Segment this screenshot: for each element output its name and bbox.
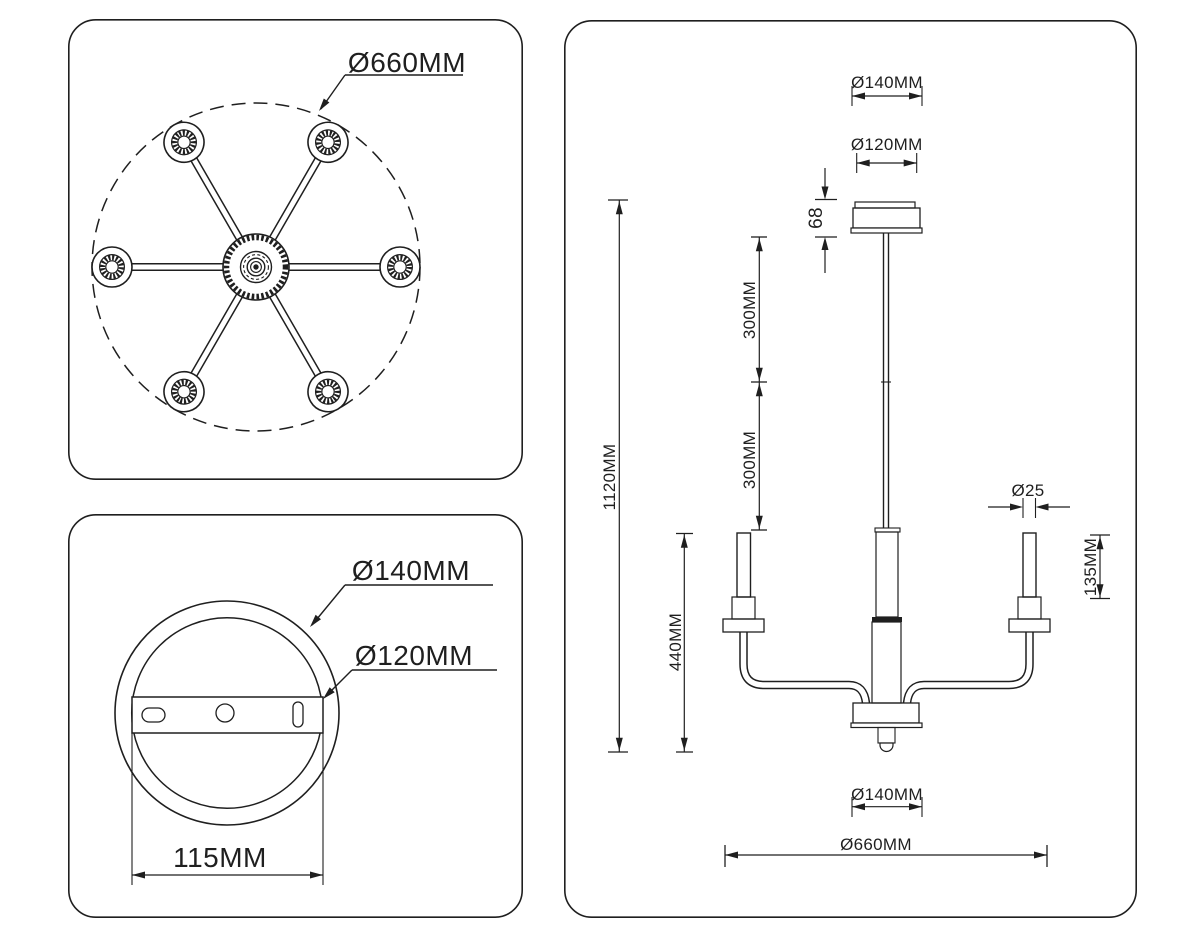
top-view-overall-diameter-label: Ø660MM xyxy=(348,47,466,78)
candle-cup xyxy=(731,596,756,620)
bracket-center-hole xyxy=(215,703,235,723)
upper-column xyxy=(875,531,899,618)
dim-candle-diameter: Ø25 xyxy=(988,481,1070,518)
panel-border xyxy=(564,20,1137,918)
mount-inner-diameter-label: Ø120MM xyxy=(355,640,473,671)
dim-canopy-height: 68 xyxy=(806,168,837,273)
dim-canopy-inner-diameter: Ø120MM xyxy=(851,135,923,173)
candle-disc xyxy=(722,618,765,633)
leader-arrowhead xyxy=(323,687,335,699)
dim-upper-rod-length: 300MM xyxy=(740,236,767,383)
canopy-height-label: 68 xyxy=(806,207,827,229)
panel-border xyxy=(68,514,523,918)
right-arm xyxy=(902,632,1034,704)
arm-left xyxy=(91,246,227,288)
dim-fixture-height: 440MM xyxy=(666,532,693,753)
central-body xyxy=(850,527,923,753)
column-joint-band xyxy=(872,617,902,622)
lower-column xyxy=(871,621,902,704)
bracket-slot-right xyxy=(292,701,304,728)
dim-candle-height: 135MM xyxy=(1081,534,1110,600)
arm-upper-right xyxy=(267,121,349,244)
candle-tube xyxy=(736,532,752,598)
candle-cup xyxy=(1017,596,1042,620)
canopy-outer-circle xyxy=(114,600,340,826)
dim-overall-width: Ø660MM xyxy=(724,835,1048,867)
upper-rod-length-label: 300MM xyxy=(740,281,759,339)
finial-tip xyxy=(879,742,894,753)
hub-rim-plate xyxy=(850,722,923,729)
bottom-hub-disc xyxy=(852,702,920,724)
dim-mount-outer-diameter: Ø140MM xyxy=(310,555,493,627)
lower-rod-length-label: 300MM xyxy=(740,431,759,489)
center-hub-top-view xyxy=(222,233,290,301)
overall-width-label: Ø660MM xyxy=(840,835,912,854)
overall-height-label: 1120MM xyxy=(600,444,619,511)
mount-hole-spacing-label: 115MM xyxy=(173,842,267,873)
arm-lower-left xyxy=(163,290,245,413)
fixture-height-label: 440MM xyxy=(666,613,685,671)
right-candle xyxy=(1008,532,1051,633)
finial xyxy=(877,726,896,744)
left-candle xyxy=(722,532,765,633)
six-arm-top-view xyxy=(91,121,421,413)
panel-border xyxy=(68,19,523,480)
dim-lower-rod-length: 300MM xyxy=(740,382,767,531)
dim-hub-diameter: Ø140MM xyxy=(851,785,923,817)
dim-mount-hole-spacing: 115MM xyxy=(131,733,324,885)
hub-diameter-label: Ø140MM xyxy=(851,785,923,804)
left-arm xyxy=(739,632,871,704)
hanging-rod xyxy=(881,233,891,528)
dim-overall-height: 1120MM xyxy=(600,199,628,753)
arm-right xyxy=(285,246,421,288)
mount-plate-panel: Ø140MM Ø120MM 115MM xyxy=(68,514,523,918)
canopy-plate-top-view xyxy=(114,600,340,826)
ceiling-canopy xyxy=(850,201,923,234)
leader-arrowhead xyxy=(319,98,330,111)
leader-arrowhead xyxy=(310,614,321,627)
canopy-inner-diameter-label: Ø120MM xyxy=(851,135,923,154)
side-view-panel: Ø140MM Ø120MM 68 xyxy=(564,20,1137,918)
arm-upper-left xyxy=(163,121,245,244)
candle-diameter-label: Ø25 xyxy=(1011,481,1044,500)
arms xyxy=(739,632,1034,704)
dim-canopy-outer-diameter: Ø140MM xyxy=(851,73,923,106)
canopy-outer-diameter-label: Ø140MM xyxy=(851,73,923,92)
mount-outer-diameter-label: Ø140MM xyxy=(352,555,470,586)
chandelier-side-view xyxy=(722,201,1051,753)
bracket-slot-left xyxy=(141,707,166,723)
top-view-panel: Ø660MM xyxy=(68,19,523,480)
dim-top-view-overall-diameter: Ø660MM xyxy=(319,47,466,111)
candle-height-label: 135MM xyxy=(1081,538,1100,596)
arm-lower-right xyxy=(267,290,349,413)
dim-mount-inner-diameter: Ø120MM xyxy=(323,640,497,699)
candle-tube xyxy=(1022,532,1037,598)
candle-disc xyxy=(1008,618,1051,633)
